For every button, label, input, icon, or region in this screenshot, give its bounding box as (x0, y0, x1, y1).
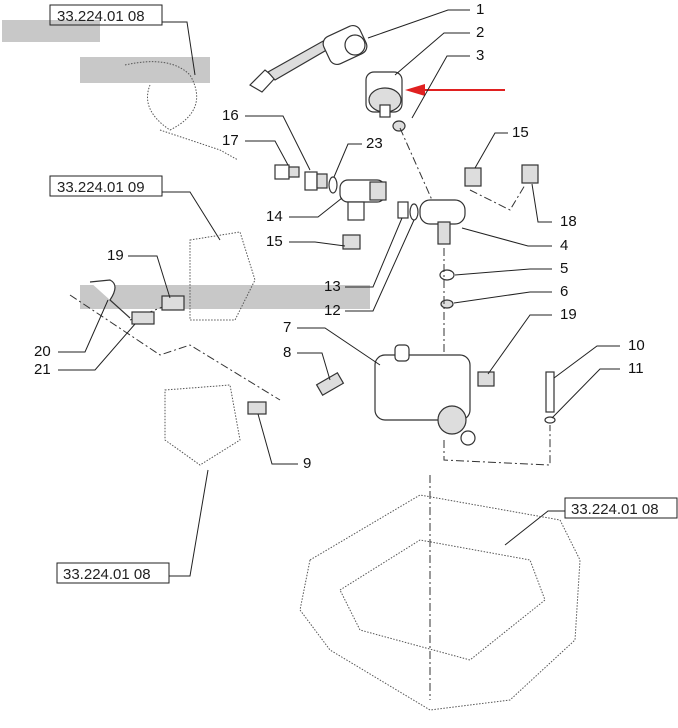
part-19-fitting-right[interactable] (477, 371, 495, 387)
part-3-o-ring[interactable] (392, 120, 406, 132)
part-17-fitting[interactable] (274, 164, 300, 180)
callout-19-left: 19 (107, 247, 124, 264)
callout-18: 18 (560, 213, 577, 230)
part-21-elbow[interactable] (131, 311, 155, 325)
callout-1: 1 (476, 1, 484, 18)
callout-17: 17 (222, 132, 239, 149)
callout-5: 5 (560, 260, 568, 277)
part-5-washer[interactable] (439, 269, 455, 281)
hose-outline (124, 61, 239, 161)
callout-23: 23 (366, 135, 383, 152)
part-13-nut[interactable] (397, 201, 409, 219)
callout-14: 14 (266, 208, 283, 225)
callout-9: 9 (303, 455, 311, 472)
reference-box-top[interactable]: 33.224.01 08 (49, 4, 196, 76)
svg-text:33.224.01 09: 33.224.01 09 (57, 179, 145, 196)
callout-4: 4 (560, 237, 568, 254)
part-11-washer[interactable] (544, 416, 556, 424)
part-15-plug-right[interactable] (464, 167, 482, 187)
callout-11: 11 (628, 360, 644, 377)
callout-21: 21 (34, 361, 51, 378)
callout-2: 2 (476, 24, 484, 41)
part-23-washer[interactable] (328, 176, 338, 194)
highlight-arrow (405, 84, 505, 96)
callout-13: 13 (324, 278, 341, 295)
callout-19-right: 19 (560, 306, 577, 323)
callout-10: 10 (628, 337, 645, 354)
part-6-washer[interactable] (440, 299, 454, 309)
svg-text:33.224.01 08: 33.224.01 08 (57, 8, 145, 25)
part-18-plug[interactable] (521, 164, 539, 184)
callout-16: 16 (222, 107, 239, 124)
frame-inner-outline (339, 539, 546, 661)
part-1-cable[interactable] (249, 23, 369, 93)
callout-7: 7 (283, 319, 291, 336)
part-4-banjo-fitting[interactable] (419, 199, 466, 245)
part-15-plug[interactable] (342, 234, 361, 250)
callout-12: 12 (324, 302, 341, 319)
part-8-elbow[interactable] (315, 371, 345, 397)
callout-15-right: 15 (512, 124, 529, 141)
callout-15: 15 (266, 233, 283, 250)
part-2-sensor[interactable] (365, 71, 403, 118)
callout-3: 3 (476, 47, 484, 64)
callout-20: 20 (34, 343, 51, 360)
part-10-bolt[interactable] (545, 371, 555, 413)
reference-box-middle[interactable]: 33.224.01 09 (49, 175, 221, 241)
part-20-pipe[interactable] (89, 279, 131, 319)
part-16-fitting[interactable] (304, 171, 328, 191)
valve-outline (189, 231, 256, 321)
part-7-valve[interactable] (374, 344, 476, 446)
part-14-tee[interactable] (339, 179, 387, 221)
callout-8: 8 (283, 344, 291, 361)
part-9-fitting[interactable] (247, 401, 267, 415)
svg-text:33.224.01 08: 33.224.01 08 (571, 501, 659, 518)
reference-box-right[interactable]: 33.224.01 08 (504, 497, 678, 546)
part-19-fitting-left[interactable] (161, 295, 185, 311)
frame-outline (299, 494, 581, 711)
lower-valve-outline (164, 384, 241, 466)
reference-box-lower-left[interactable]: 33.224.01 08 (56, 469, 209, 584)
svg-text:33.224.01 08: 33.224.01 08 (63, 566, 151, 583)
callout-6: 6 (560, 283, 568, 300)
redaction-bar (80, 57, 210, 83)
redaction-bar (80, 285, 370, 309)
part-12-washer[interactable] (409, 203, 419, 221)
